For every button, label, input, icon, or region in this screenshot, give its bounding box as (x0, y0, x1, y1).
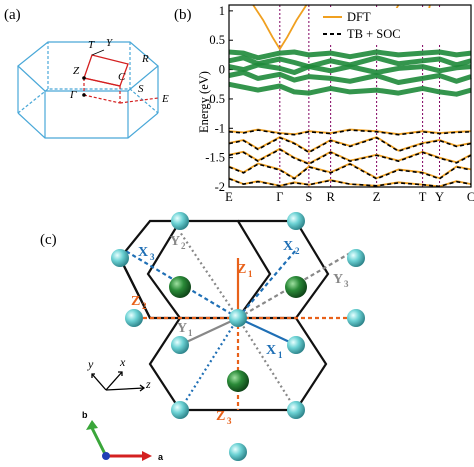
kpoint-T: T (88, 39, 95, 51)
y-tick-label: -2 (215, 180, 225, 194)
svg-text:3: 3 (150, 252, 155, 262)
kpoint-R: R (141, 53, 149, 65)
svg-text:X: X (138, 245, 148, 260)
spin-axis-x: x (119, 355, 126, 369)
x-tick-label: Γ (276, 190, 283, 204)
svg-text:X: X (283, 239, 293, 254)
band-lines (228, 4, 472, 188)
band-line-fatbands (228, 62, 472, 75)
x-tick-label: Z (373, 190, 381, 204)
x-tick-label: Y (435, 190, 444, 204)
cyan-atoms (111, 212, 365, 461)
band-line-fatbands (228, 81, 472, 97)
svg-text:2: 2 (295, 246, 300, 256)
svg-text:3: 3 (227, 416, 232, 426)
svg-text:Z: Z (237, 262, 246, 277)
spin-axes (91, 371, 146, 392)
band-line-tbsoc (228, 129, 472, 136)
x-tick-label: T (419, 190, 427, 204)
svg-text:Z: Z (216, 409, 225, 424)
lattice-axis-a: a (158, 452, 164, 462)
band-line-fatbands (228, 70, 472, 85)
band-line-fatbands (228, 55, 472, 70)
x-tick-label: R (326, 190, 335, 204)
svg-text:2: 2 (142, 301, 147, 311)
band-line-tbsoc (228, 178, 472, 188)
band-line-dft (252, 4, 308, 50)
kpoint-E: E (161, 93, 169, 105)
band-line-dft (228, 162, 472, 180)
y-axis-label: Energy (eV) (197, 71, 211, 133)
plot-frame (228, 4, 472, 188)
y-tick-label: 1 (219, 4, 225, 18)
svg-text:Y: Y (170, 234, 180, 249)
svg-text:2: 2 (181, 241, 186, 251)
svg-text:3: 3 (344, 279, 349, 289)
high-symmetry-path (82, 49, 159, 104)
brillouin-zone (17, 41, 159, 139)
x-tick-label: C (467, 190, 474, 204)
svg-text:1: 1 (188, 328, 193, 338)
panel-a-label: (a) (4, 7, 21, 23)
svg-text:X: X (266, 343, 276, 358)
svg-text:Y: Y (333, 272, 343, 287)
y-tick-label: -1.5 (205, 151, 225, 165)
lattice-axis-b: b (82, 410, 88, 420)
kpoint-C: C (118, 71, 126, 83)
kpoint-Gamma: Γ (69, 89, 77, 101)
band-line-dft (228, 136, 472, 153)
x-tick-label: S (305, 190, 312, 204)
y-tick-label: -0.5 (205, 92, 225, 106)
svg-text:Z: Z (131, 294, 140, 309)
green-atoms (169, 276, 307, 392)
y-tick-label: 0 (219, 63, 225, 77)
svg-text:1: 1 (278, 350, 283, 360)
panel-b-label: (b) (174, 7, 192, 23)
band-line-tbsoc (228, 163, 472, 180)
legend: DFT TB + SOC (318, 8, 468, 44)
svg-text:1: 1 (248, 269, 253, 279)
x-tick-label: E (225, 190, 233, 204)
spin-axis-y: y (87, 357, 94, 371)
kpoint-Y: Y (106, 37, 114, 49)
lattice-vectors (86, 420, 152, 461)
svg-text:Y: Y (177, 321, 187, 336)
spin-axis-z: z (145, 377, 151, 391)
band-line-tbsoc (228, 148, 472, 165)
y-tick-label: -1 (215, 121, 225, 135)
panel-c-label: (c) (40, 232, 57, 248)
legend-label-dft: DFT (347, 10, 371, 24)
y-tick-labels: 1 0.5 0 -0.5 -1 -1.5 -2 (205, 4, 233, 194)
band-line-fatbands (228, 49, 472, 61)
y-tick-label: 0.5 (209, 33, 225, 47)
band-line-tbsoc (228, 136, 472, 154)
legend-label-tb: TB + SOC (347, 27, 401, 41)
kpoint-Z: Z (73, 65, 80, 77)
kpoint-S: S (138, 83, 144, 95)
